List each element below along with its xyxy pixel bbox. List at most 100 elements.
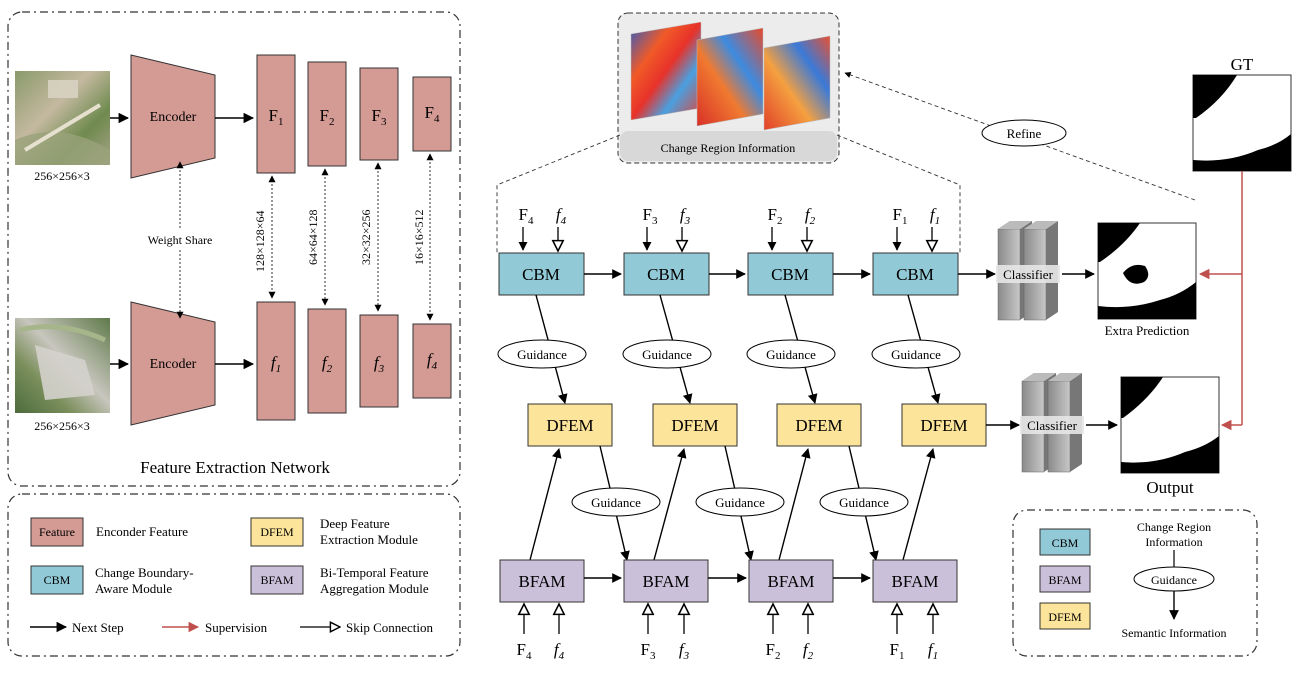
dim-label-2: 64×64×128: [306, 209, 320, 265]
svg-text:f3: f3: [680, 205, 691, 227]
satellite-image-t2: [15, 318, 110, 413]
svg-text:BFAM: BFAM: [768, 572, 815, 591]
image-size-label-t2: 256×256×3: [34, 419, 90, 433]
classifier-top: Classifier: [996, 221, 1060, 321]
svg-text:f2: f2: [322, 353, 333, 375]
change-region-title: Change Region Information: [661, 141, 796, 155]
classifier-bottom: Classifier: [1020, 373, 1084, 473]
svg-text:F4: F4: [517, 640, 532, 662]
module-legend-bfam: [1039, 565, 1091, 593]
module-legend-change-region: Change Region: [1137, 520, 1211, 534]
svg-text:f4: f4: [554, 640, 565, 662]
cbm-block-3: [747, 252, 834, 296]
svg-text:CBM: CBM: [647, 265, 685, 284]
svg-text:F3: F3: [372, 106, 387, 128]
legend-dfem-tag: DFEM: [260, 525, 294, 539]
svg-text:F1: F1: [269, 106, 284, 128]
extra-prediction-mask: [1097, 222, 1197, 320]
bfam-block-2: [623, 559, 709, 603]
bfam-inputs: F4 f4 F3 f3 F2 f2 F1 f1: [517, 640, 939, 662]
dim-label-1: 128×128×64: [253, 210, 267, 272]
svg-text:Classifier: Classifier: [1003, 267, 1053, 282]
svg-text:f2: f2: [805, 205, 816, 227]
legend-next-step: Next Step: [72, 620, 124, 635]
image-size-label-t1: 256×256×3: [34, 169, 90, 183]
feature-map-f1: [256, 301, 296, 421]
change-region-heatmaps: [630, 21, 831, 131]
dim-label-3: 32×32×256: [359, 209, 373, 265]
legend-bfam-tag: BFAM: [260, 573, 293, 587]
legend-skip-connection: Skip Connection: [346, 620, 434, 635]
svg-text:DFEM: DFEM: [795, 416, 842, 435]
svg-text:f4: f4: [556, 205, 567, 227]
svg-text:F4: F4: [425, 103, 440, 125]
svg-text:Guidance: Guidance: [715, 495, 765, 510]
dfem-row: DFEM DFEM DFEM DFEM: [527, 403, 987, 447]
feature-map-f3: [359, 314, 399, 408]
module-legend-guidance: Guidance: [1151, 573, 1197, 587]
svg-text:f4: f4: [427, 350, 438, 372]
module-legend-semantic: Semantic Information: [1122, 626, 1227, 640]
feature-map-f2: [307, 308, 347, 414]
feature-map-F1: [256, 54, 296, 174]
feature-map-F2: [307, 61, 347, 167]
svg-text:CBM: CBM: [896, 265, 934, 284]
module-legend-dfem: [1039, 602, 1091, 630]
svg-text:f3: f3: [679, 640, 690, 662]
output-label: Output: [1146, 478, 1194, 497]
output-mask: [1120, 376, 1220, 474]
feature-extraction-panel: [7, 11, 461, 487]
module-legend-panel: [1012, 509, 1258, 657]
legend-dfem-desc-1: Deep Feature: [320, 516, 390, 531]
svg-text:BFAM: BFAM: [519, 572, 566, 591]
guidance-upper: Guidance Guidance Guidance Guidance: [497, 339, 961, 369]
svg-text:f1: f1: [930, 205, 940, 227]
svg-text:BFAM: BFAM: [1048, 573, 1081, 587]
feature-maps-t2: f1 f2 f3 f4: [256, 301, 452, 421]
legend-panel: [7, 493, 461, 657]
bfam-block-3: [748, 559, 834, 603]
satellite-image-t1: [15, 71, 110, 165]
svg-text:F2: F2: [320, 106, 335, 128]
svg-text:Information: Information: [1145, 535, 1202, 549]
svg-text:BFAM: BFAM: [643, 572, 690, 591]
legend-cbm-tag: CBM: [44, 573, 71, 587]
feature-extraction-title: Feature Extraction Network: [140, 458, 330, 477]
module-legend-cbm: [1039, 528, 1091, 556]
legend-feature-tag: Feature: [39, 525, 75, 539]
svg-text:F1: F1: [893, 205, 908, 227]
encoder-t1: [130, 54, 216, 179]
encoder-label-t2: Encoder: [150, 357, 197, 372]
svg-text:F3: F3: [643, 205, 658, 227]
svg-text:Classifier: Classifier: [1027, 418, 1077, 433]
svg-text:f3: f3: [374, 353, 385, 375]
feature-map-f4: [412, 323, 452, 399]
encoder-t2: [130, 301, 216, 426]
svg-text:BFAM: BFAM: [892, 572, 939, 591]
legend-bfam-swatch: [250, 565, 304, 595]
bfam-block-4: [872, 559, 958, 603]
svg-text:CBM: CBM: [771, 265, 809, 284]
svg-text:Guidance: Guidance: [517, 347, 567, 362]
svg-text:Guidance: Guidance: [591, 495, 641, 510]
legend-feature-desc: Enconder Feature: [96, 524, 188, 539]
dfem-block-3: [776, 403, 862, 447]
svg-text:F4: F4: [519, 205, 534, 227]
svg-text:f1: f1: [928, 640, 938, 662]
legend-dfem-desc-2: Extraction Module: [320, 532, 418, 547]
legend-cbm-swatch: [30, 565, 84, 595]
gt-mask: [1192, 74, 1292, 172]
legend-cbm-desc-2: Aware Module: [95, 581, 172, 596]
svg-text:Guidance: Guidance: [766, 347, 816, 362]
bfam-row: BFAM BFAM BFAM BFAM: [499, 559, 958, 603]
svg-text:Guidance: Guidance: [839, 495, 889, 510]
encoder-label-t1: Encoder: [150, 110, 197, 125]
legend-feature-swatch: [30, 517, 84, 547]
svg-text:F3: F3: [641, 640, 656, 662]
svg-text:f1: f1: [271, 353, 281, 375]
refine-label: Refine: [1007, 126, 1042, 141]
svg-text:DFEM: DFEM: [1048, 610, 1082, 624]
cbm-block-1: [498, 252, 585, 296]
svg-text:DFEM: DFEM: [920, 416, 967, 435]
